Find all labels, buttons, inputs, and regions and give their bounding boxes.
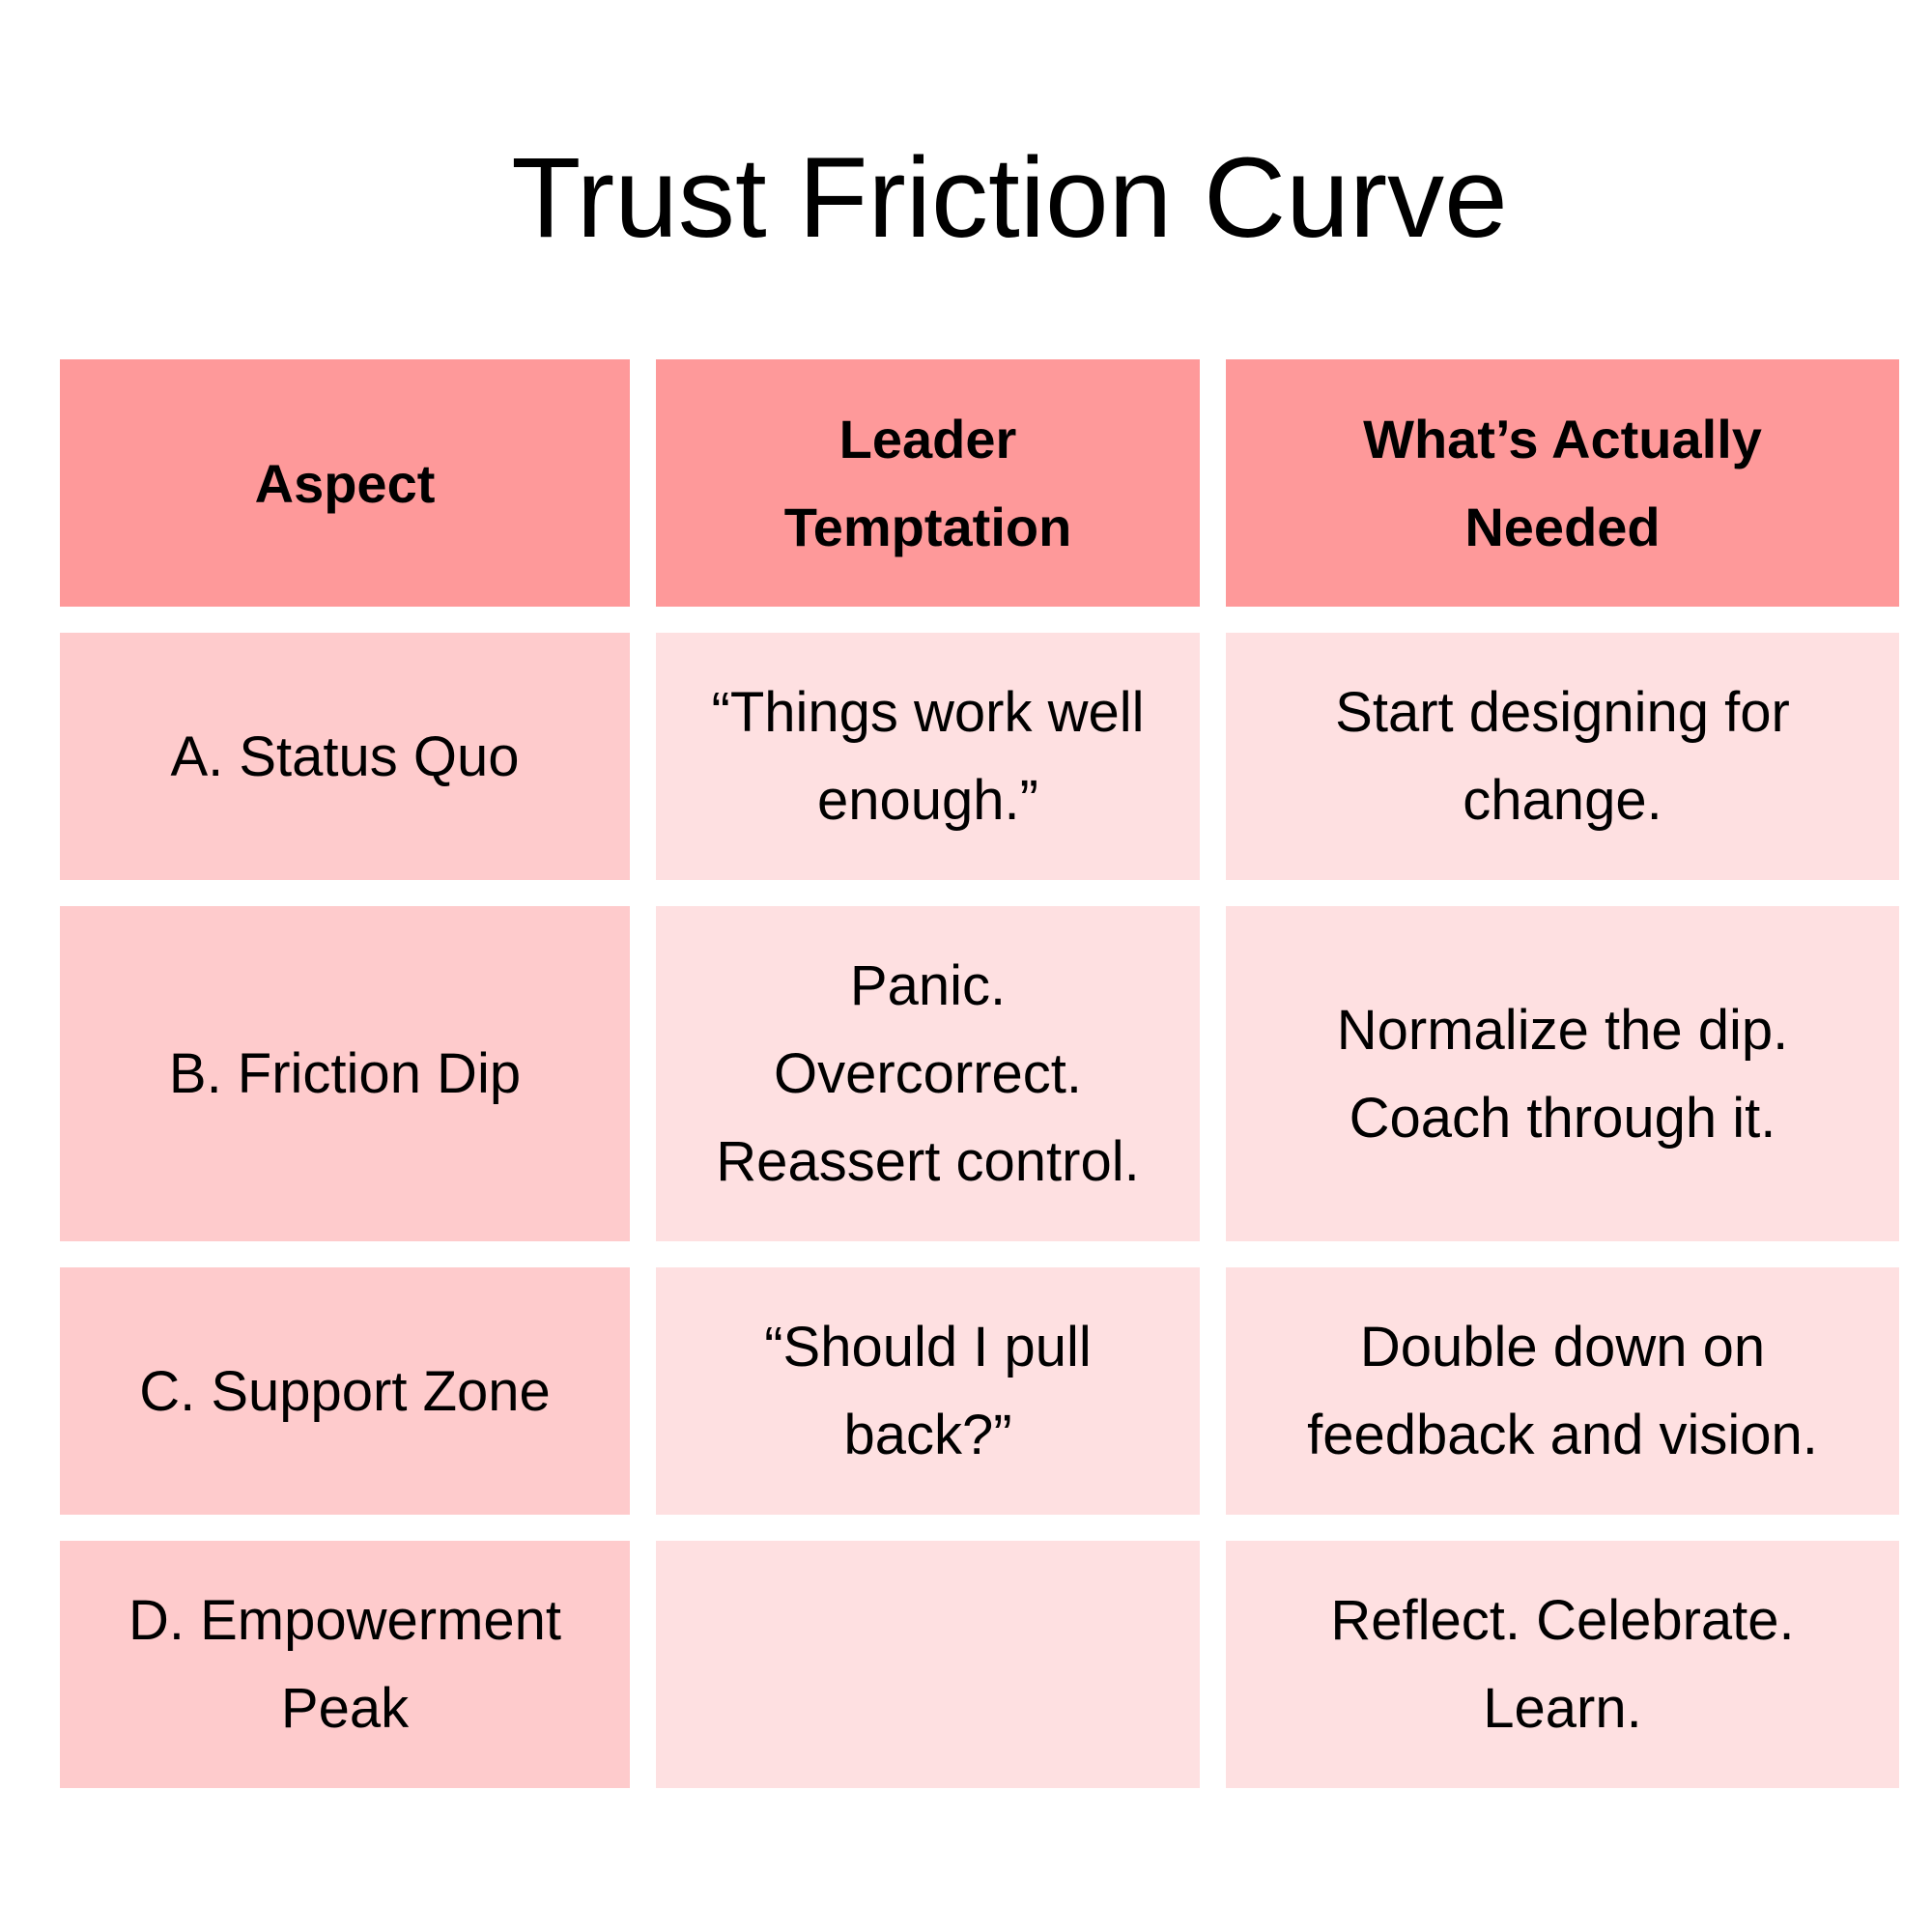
- row-d-temptation: [656, 1541, 1200, 1788]
- trust-friction-table: Aspect Leader Temptation What’s Actually…: [60, 359, 1899, 1788]
- page-title: Trust Friction Curve: [511, 134, 1508, 262]
- row-a-temptation: “Things work well enough.”: [656, 633, 1200, 880]
- header-aspect: Aspect: [60, 359, 630, 607]
- row-b-temptation: Panic. Overcorrect. Reassert control.: [656, 906, 1200, 1241]
- header-leader-temptation: Leader Temptation: [656, 359, 1200, 607]
- row-c-aspect: C. Support Zone: [60, 1267, 630, 1515]
- row-b-needed: Normalize the dip. Coach through it.: [1226, 906, 1899, 1241]
- row-d-aspect: D. Empowerment Peak: [60, 1541, 630, 1788]
- row-a-aspect: A. Status Quo: [60, 633, 630, 880]
- row-c-temptation: “Should I pull back?”: [656, 1267, 1200, 1515]
- row-a-needed: Start designing for change.: [1226, 633, 1899, 880]
- row-d-needed: Reflect. Celebrate. Learn.: [1226, 1541, 1899, 1788]
- row-b-aspect: B. Friction Dip: [60, 906, 630, 1241]
- row-c-needed: Double down on feedback and vision.: [1226, 1267, 1899, 1515]
- header-whats-actually-needed: What’s Actually Needed: [1226, 359, 1899, 607]
